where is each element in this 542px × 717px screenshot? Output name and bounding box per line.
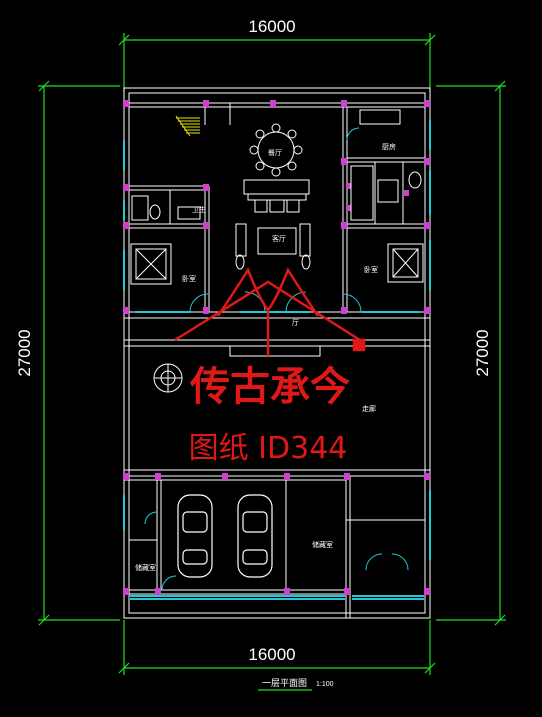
watermark-roof-logo xyxy=(174,267,366,356)
windows xyxy=(123,120,431,600)
room-label-kitchen: 厨房 xyxy=(382,142,396,151)
room-label-dining: 餐厅 xyxy=(268,148,282,157)
beds xyxy=(130,243,424,285)
dimension-lines xyxy=(38,33,506,675)
stairs xyxy=(175,115,200,137)
dim-top-width: 16000 xyxy=(248,17,295,36)
room-label-bedroom-right: 卧室 xyxy=(364,265,378,274)
drawing-title: 一层平面图 xyxy=(262,678,307,688)
room-label-hall: 厅 xyxy=(292,319,299,327)
room-label-garage-side: 储藏室 xyxy=(135,563,156,572)
dining-table xyxy=(249,123,303,177)
bath-fixtures xyxy=(131,109,422,221)
middle-band-details xyxy=(153,345,321,393)
structural-columns xyxy=(123,100,430,595)
room-label-living: 客厅 xyxy=(272,234,286,243)
watermark-id: 图纸 ID344 xyxy=(189,431,348,466)
dim-right-height: 27000 xyxy=(473,329,492,376)
room-label-bath-top: 卫生 xyxy=(192,205,206,214)
room-label-bedroom-left: 卧室 xyxy=(182,274,196,283)
living-furniture xyxy=(235,179,311,270)
drawing-scale: 1:100 xyxy=(316,681,334,688)
dim-left-height: 27000 xyxy=(15,329,34,376)
room-label-storage: 储藏室 xyxy=(312,540,333,549)
doors xyxy=(144,127,409,591)
interior-walls xyxy=(129,103,425,618)
dim-bottom-width: 16000 xyxy=(248,645,295,664)
watermark-brand: 传古承今 xyxy=(189,364,350,410)
garage-cars xyxy=(177,494,273,578)
room-label-corridor: 走廊 xyxy=(362,404,376,413)
